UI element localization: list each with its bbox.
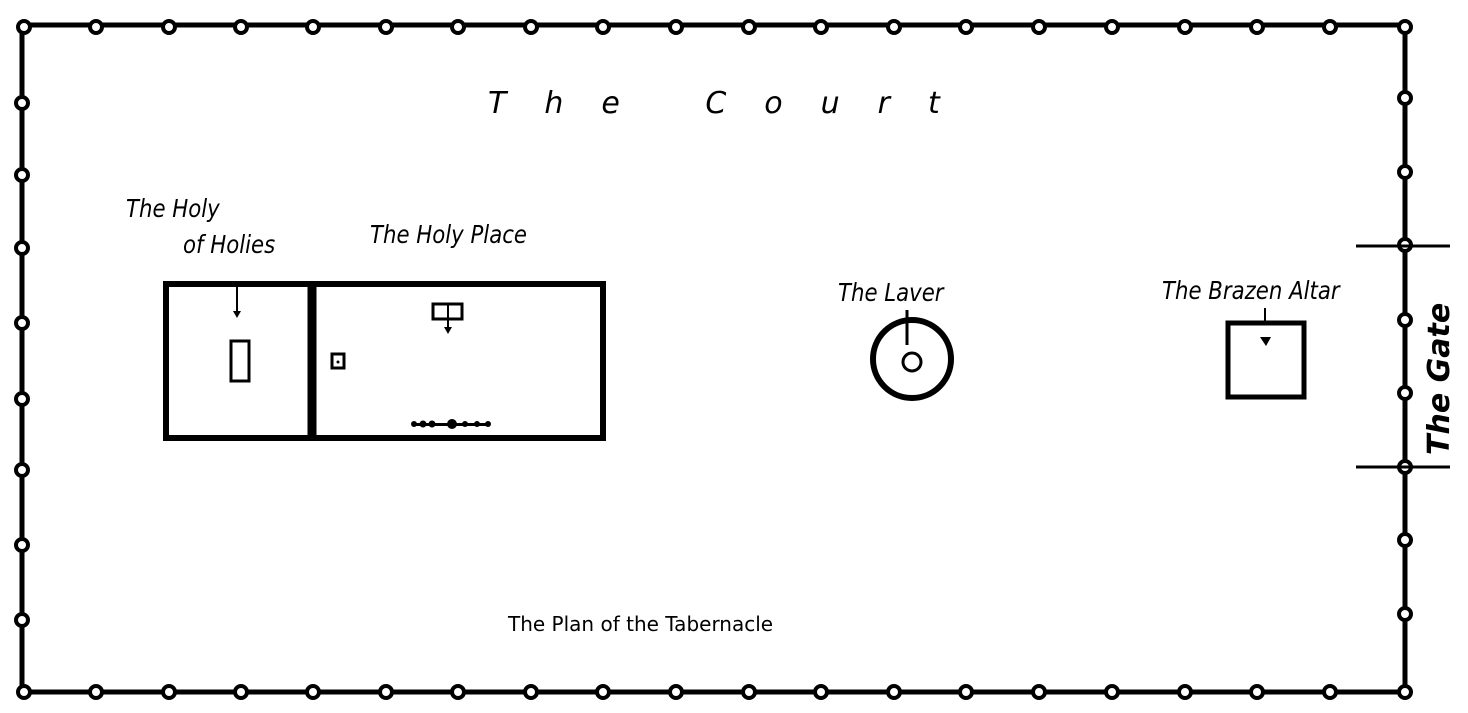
fence-post	[1397, 90, 1413, 106]
fence-post	[14, 95, 30, 111]
fence-post	[958, 19, 974, 35]
fence-post	[1397, 684, 1413, 700]
laver-basin	[870, 317, 954, 401]
lampstand	[411, 419, 491, 429]
fence-post	[1397, 385, 1413, 401]
fence-post	[1322, 684, 1338, 700]
label-laver: The Laver	[838, 278, 944, 307]
fence-post	[378, 19, 394, 35]
fence-post	[1249, 684, 1265, 700]
fence-post	[161, 684, 177, 700]
fence-post	[88, 684, 104, 700]
fence-post	[14, 167, 30, 183]
fence-post	[305, 684, 321, 700]
fence-post	[14, 537, 30, 553]
fence-post	[668, 19, 684, 35]
laver	[870, 310, 954, 401]
tabernacle-walls	[163, 281, 606, 441]
fence-post	[378, 684, 394, 700]
fence-post	[1104, 684, 1120, 700]
fence-post	[813, 19, 829, 35]
fence-post	[668, 684, 684, 700]
fence-post	[16, 684, 32, 700]
fence-post	[1322, 19, 1338, 35]
fence-post	[14, 612, 30, 628]
label-holy-of-holies-2: of Holies	[183, 230, 276, 259]
fence-post	[595, 19, 611, 35]
fence-post	[741, 19, 757, 35]
fence-post	[450, 684, 466, 700]
altar-square	[1225, 320, 1307, 400]
court-fence	[19, 22, 1408, 695]
fence-post	[161, 19, 177, 35]
fence-posts	[14, 19, 1413, 700]
label-court: The Court	[488, 86, 978, 121]
label-holy-place: The Holy Place	[370, 220, 527, 249]
fence-post	[14, 391, 30, 407]
ark-of-covenant	[229, 339, 251, 383]
fence-post	[305, 19, 321, 35]
court-boundary	[19, 22, 1408, 695]
fence-post	[886, 684, 902, 700]
fence-post	[1104, 19, 1120, 35]
fence-post	[14, 315, 30, 331]
fence-post	[1397, 606, 1413, 622]
fence-post	[595, 684, 611, 700]
fence-post	[741, 684, 757, 700]
fence-post	[14, 462, 30, 478]
fence-post	[1031, 684, 1047, 700]
laver-center	[901, 351, 923, 373]
fence-post	[233, 19, 249, 35]
fence-post	[523, 684, 539, 700]
fence-post	[1397, 164, 1413, 180]
fence-post	[1031, 19, 1047, 35]
gate-markers	[1356, 244, 1450, 469]
incense-dot	[336, 360, 340, 364]
fence-post	[813, 684, 829, 700]
fence-post	[1397, 532, 1413, 548]
tabernacle	[163, 281, 606, 441]
fence-post	[523, 19, 539, 35]
fence-post	[88, 19, 104, 35]
fence-post	[1177, 684, 1193, 700]
fence-post	[958, 684, 974, 700]
fence-post	[233, 684, 249, 700]
brazen-altar	[1225, 308, 1307, 400]
fence-post	[886, 19, 902, 35]
arrow-head-icon	[1260, 337, 1271, 346]
fence-post	[1177, 19, 1193, 35]
label-holy-of-holies-1: The Holy	[126, 194, 220, 223]
altar-of-incense	[330, 352, 346, 370]
fence-post	[450, 19, 466, 35]
diagram-caption: The Plan of the Tabernacle	[508, 612, 774, 636]
arrow-head-icon	[233, 311, 241, 318]
fence-post	[16, 19, 32, 35]
fence-post	[1397, 312, 1413, 328]
arrow-head-icon	[444, 327, 452, 334]
label-brazen-altar: The Brazen Altar	[1162, 276, 1340, 305]
fence-post	[1249, 19, 1265, 35]
label-gate: The Gate	[1422, 302, 1457, 455]
fence-post	[1397, 19, 1413, 35]
fence-post	[14, 240, 30, 256]
